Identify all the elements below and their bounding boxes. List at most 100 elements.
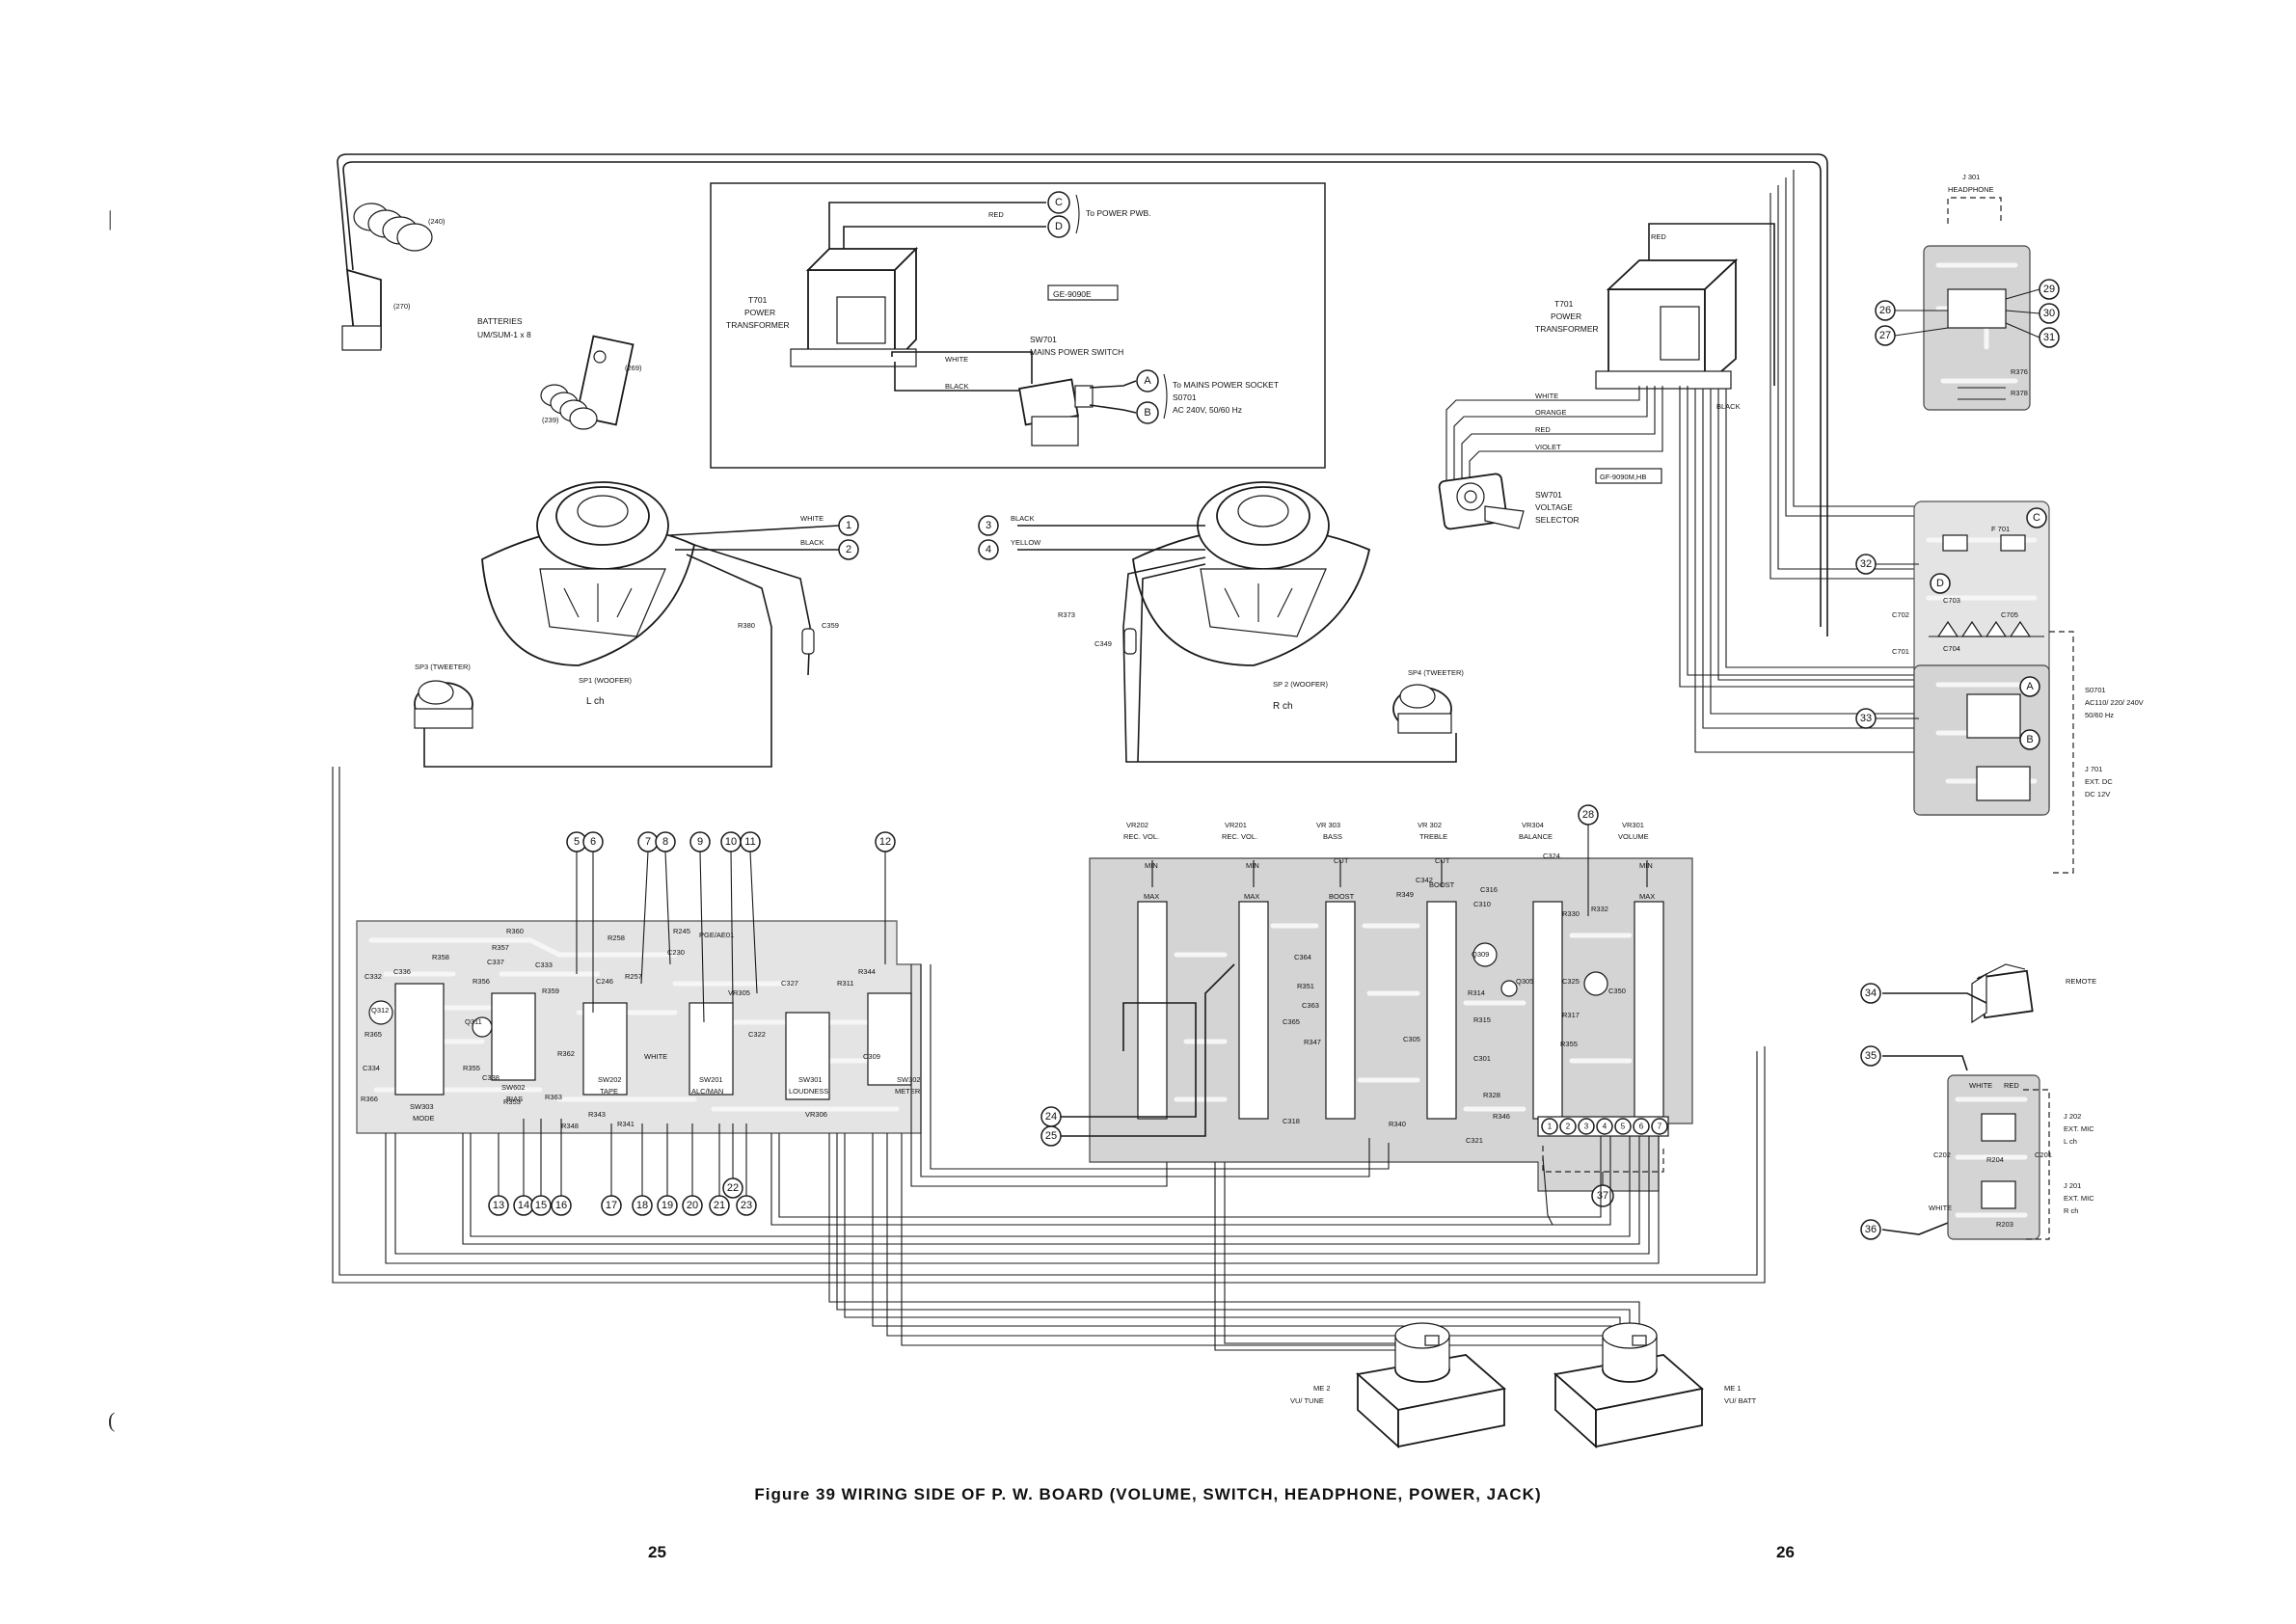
sw302-line2: METER xyxy=(895,1087,921,1096)
q309-label: Q309 xyxy=(1472,950,1489,959)
lower-harness-wires xyxy=(332,767,1766,1355)
c702-label: C702 xyxy=(1892,610,1909,619)
speaker-wire-1: WHITE xyxy=(800,514,824,523)
callout-23: 23 xyxy=(736,1195,757,1216)
inset-t701-line3: TRANSFORMER xyxy=(726,320,790,330)
j202-line3: L ch xyxy=(2064,1137,2077,1146)
f701-label: F 701 xyxy=(1991,525,2010,533)
vr202-min: MIN xyxy=(1145,861,1158,870)
inset-pin-b: B xyxy=(1136,401,1159,424)
battery-part-269: (269) xyxy=(625,364,642,372)
r363-label: R363 xyxy=(545,1093,562,1101)
sw202-line1: SW202 xyxy=(598,1075,622,1084)
c309-label: C309 xyxy=(863,1052,880,1061)
right-t701-line2: POWER xyxy=(1551,311,1581,321)
sw201-line2: ALC/MAN xyxy=(691,1087,723,1096)
callout-19: 19 xyxy=(657,1195,678,1216)
svg-text:20: 20 xyxy=(687,1200,698,1211)
vr301-max: MAX xyxy=(1639,892,1655,901)
callout-9: 9 xyxy=(689,831,711,853)
r311-label: R311 xyxy=(837,979,853,988)
right-t701-line3: TRANSFORMER xyxy=(1535,324,1599,334)
battery-part-240: (240) xyxy=(428,217,446,226)
me2-line2: VU/ TUNE xyxy=(1290,1396,1324,1405)
remote-jack xyxy=(1971,969,2034,1024)
c202-label: C202 xyxy=(1933,1150,1951,1159)
svg-text:A: A xyxy=(1144,375,1151,387)
vr305-label: VR305 xyxy=(728,988,750,997)
power-inset-box: C D To POWER PWB. RED T701 POWER TRANSFO… xyxy=(710,182,1326,469)
vr301-line2: VOLUME xyxy=(1618,832,1649,841)
vr302-line2: TREBLE xyxy=(1419,832,1447,841)
svg-text:32: 32 xyxy=(1860,558,1872,570)
r366-label: R366 xyxy=(361,1095,378,1103)
vr202-line1: VR202 xyxy=(1126,821,1148,829)
svg-text:2: 2 xyxy=(846,544,851,555)
svg-text:30: 30 xyxy=(2043,308,2055,319)
callout-22: 22 xyxy=(722,1177,743,1199)
svg-text:4: 4 xyxy=(986,544,991,555)
vr301-line1: VR301 xyxy=(1622,821,1644,829)
page-number-left: 25 xyxy=(648,1543,666,1561)
page-number-right: 26 xyxy=(1776,1543,1795,1561)
battery-part-239: (239) xyxy=(542,416,559,424)
battery-spring-239 xyxy=(540,335,635,430)
vr201-max: MAX xyxy=(1244,892,1259,901)
svg-text:3: 3 xyxy=(1584,1123,1589,1131)
sp1-label: SP1 (WOOFER) xyxy=(579,676,633,685)
c363-label: C363 xyxy=(1302,1001,1319,1010)
r348-label: R348 xyxy=(561,1122,579,1130)
transformer-to-powerboard-wires xyxy=(1679,386,1919,688)
r351-label: R351 xyxy=(1297,982,1314,990)
sp3-label: SP3 (TWEETER) xyxy=(415,663,471,671)
vr303-cut: CUT xyxy=(1334,856,1349,865)
pb-pin-b: B xyxy=(2019,729,2040,750)
me1-line1: ME 1 xyxy=(1724,1384,1742,1393)
callout-27: 27 xyxy=(1875,325,1896,346)
callout-30: 30 xyxy=(2039,303,2060,324)
r328-label: R328 xyxy=(1483,1091,1500,1099)
vr202-max: MAX xyxy=(1144,892,1159,901)
c364-label: C364 xyxy=(1294,953,1311,961)
r257-label: R257 xyxy=(625,972,642,981)
svg-text:27: 27 xyxy=(1879,330,1891,341)
svg-text:1: 1 xyxy=(1548,1123,1553,1131)
r359-label: R359 xyxy=(542,987,559,995)
sw303-line1: SW303 xyxy=(410,1102,434,1111)
tweeter-sp3 xyxy=(414,680,473,729)
terminal-g6: 6 xyxy=(1633,1118,1650,1135)
c334-label: C334 xyxy=(363,1064,380,1072)
vr303-boost: BOOST xyxy=(1329,892,1355,901)
svg-text:12: 12 xyxy=(879,836,891,848)
c246-label: C246 xyxy=(596,977,613,986)
svg-text:B: B xyxy=(2026,734,2033,745)
svg-text:26: 26 xyxy=(1879,305,1891,316)
c318-label: C318 xyxy=(1283,1117,1300,1125)
r356-label: R356 xyxy=(473,977,490,986)
callout-32: 32 xyxy=(1855,554,1877,575)
headphone-board xyxy=(1923,197,2031,411)
svg-text:16: 16 xyxy=(555,1200,567,1211)
speaker-wire-3: BLACK xyxy=(1011,514,1035,523)
c325-label: C325 xyxy=(1562,977,1580,986)
r204-label: R204 xyxy=(1986,1155,2004,1164)
transformer-inset xyxy=(790,246,919,367)
callout-12: 12 xyxy=(875,831,896,853)
sw201-line1: SW201 xyxy=(699,1075,723,1084)
r357-label: R357 xyxy=(492,943,509,952)
margin-mark-1: | xyxy=(108,206,113,230)
mic-red-label: RED xyxy=(2004,1081,2019,1090)
svg-text:37: 37 xyxy=(1597,1190,1608,1202)
terminal-g3: 3 xyxy=(1578,1118,1595,1135)
callout-13: 13 xyxy=(488,1195,509,1216)
meter-me1 xyxy=(1553,1322,1704,1449)
switch-white-label: WHITE xyxy=(644,1052,667,1061)
r315-label: R315 xyxy=(1473,1015,1491,1024)
c336-label: C336 xyxy=(393,967,411,976)
j701-line1: J 701 xyxy=(2085,765,2102,773)
inset-wire-black: BLACK xyxy=(945,382,969,391)
callout-29: 29 xyxy=(2039,279,2060,300)
vr303-line2: BASS xyxy=(1323,832,1342,841)
voltage-selector xyxy=(1438,473,1525,530)
callout-21: 21 xyxy=(709,1195,730,1216)
